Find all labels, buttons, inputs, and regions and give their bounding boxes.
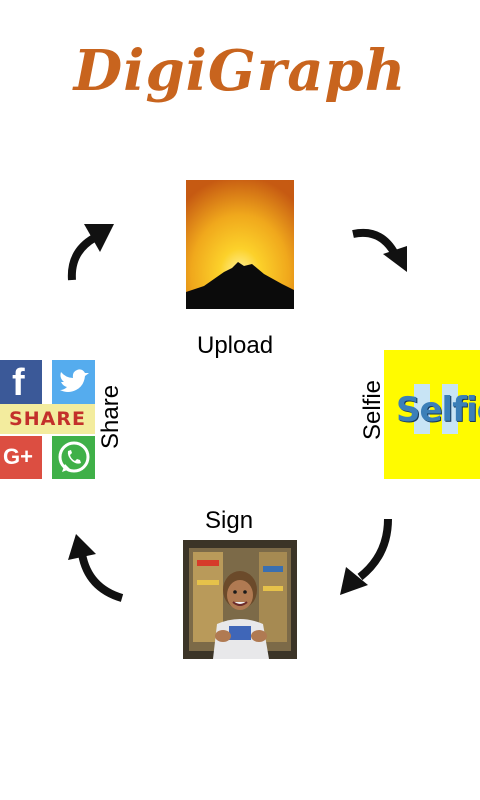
arrow-bottom-right-icon <box>340 518 392 595</box>
google-plus-icon: G+ <box>0 436 42 479</box>
arrow-top-right-icon <box>352 229 407 272</box>
google-plus-text: G+ <box>3 444 33 469</box>
sign-tile[interactable] <box>183 540 297 659</box>
child-photo-icon <box>183 540 297 659</box>
arrow-bottom-left-icon <box>68 534 124 602</box>
mountain-sunset-icon <box>186 180 294 309</box>
twitter-icon <box>52 360 95 404</box>
app-title: DigiGraph <box>73 38 407 104</box>
selfie-label: Selfie <box>359 379 386 441</box>
upload-tile[interactable] <box>186 180 294 309</box>
facebook-icon: f <box>0 360 42 404</box>
share-label: Share <box>97 384 124 449</box>
selfie-logo-icon: Selfie <box>384 350 480 479</box>
share-banner: SHARE <box>0 404 95 434</box>
sign-label: Sign <box>205 507 254 534</box>
selfie-tile[interactable]: Selfie <box>384 350 480 479</box>
upload-label: Upload <box>197 332 274 359</box>
selfie-logo-text: Selfie <box>396 390 480 430</box>
whatsapp-icon <box>52 436 95 479</box>
arrow-top-left-icon <box>67 224 114 281</box>
share-tile[interactable]: f SHARE G+ <box>0 360 95 479</box>
